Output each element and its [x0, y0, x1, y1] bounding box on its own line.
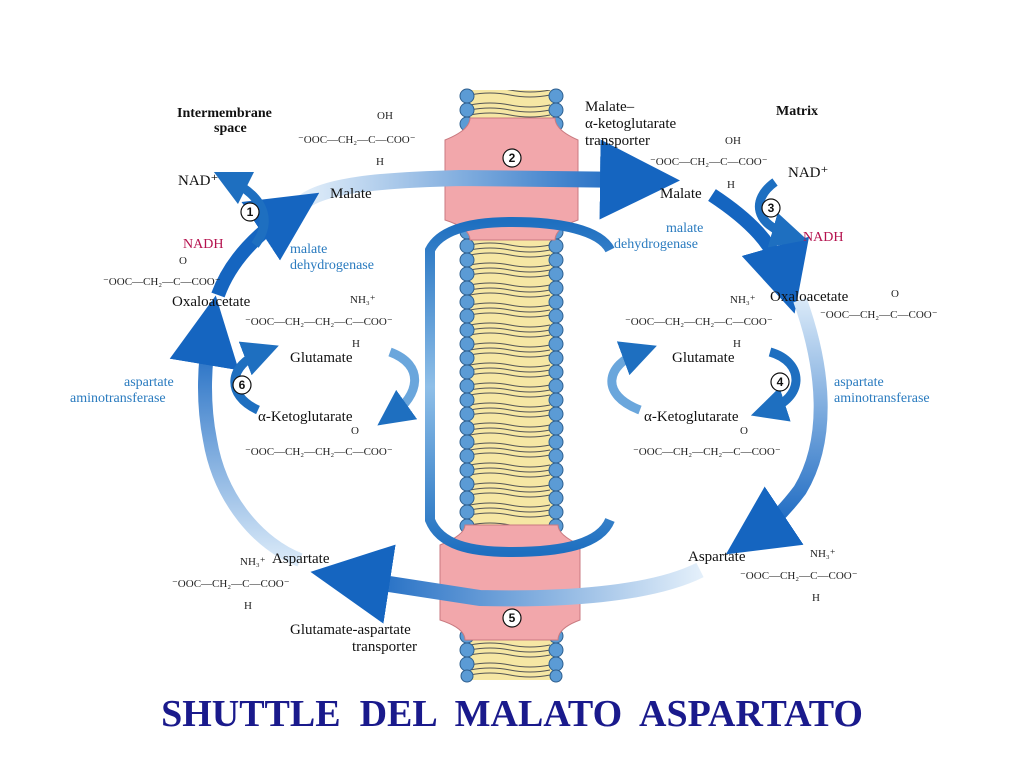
svg-text:O: O	[740, 425, 748, 437]
svg-text:H: H	[244, 600, 252, 612]
nadh-matrix-label: NADH	[803, 230, 843, 245]
svg-text:5: 5	[509, 611, 516, 625]
intermembrane-space-label: Intermembrane	[177, 106, 272, 121]
aspartate-aminotransferase-cytosol-label-2: aminotransferase	[70, 391, 166, 406]
svg-text:⁻OOC—CH₂—C—COO⁻: ⁻OOC—CH₂—C—COO⁻	[298, 134, 416, 146]
malate-matrix-label: Malate	[660, 186, 702, 202]
akg-matrix-label: α-Ketoglutarate	[644, 409, 739, 425]
svg-text:2: 2	[509, 151, 516, 165]
malate-structure-cytosol: OH ⁻OOC—CH₂—C—COO⁻ H	[298, 110, 416, 168]
aspartate-structure-matrix: NH₃⁺ ⁻OOC—CH₂—C—COO⁻ H	[740, 548, 858, 604]
glutamate-cytosol-label: Glutamate	[290, 350, 353, 366]
step-1-marker: 1	[240, 202, 260, 222]
intermembrane-space-label-2: space	[214, 121, 247, 136]
transamination-arrow-right	[750, 347, 801, 422]
svg-text:NH₃⁺: NH₃⁺	[730, 294, 756, 306]
cytosol-cycle-arrow-lower	[169, 295, 303, 567]
aspartate-cytosol-label: Aspartate	[272, 551, 330, 567]
svg-text:O: O	[891, 288, 899, 300]
transporter-top-label-2: α-ketoglutarate	[585, 116, 676, 132]
aspartate-aminotransferase-cytosol-label: aspartate	[124, 375, 174, 390]
malate-dehydrogenase-cytosol-label-2: dehydrogenase	[290, 258, 374, 273]
svg-text:⁻OOC—CH₂—CH₂—C—COO⁻: ⁻OOC—CH₂—CH₂—C—COO⁻	[245, 446, 393, 458]
nad-reduction-arrow-right	[754, 178, 808, 248]
malate-structure-matrix: OH ⁻OOC—CH₂—C—COO⁻ H	[650, 135, 768, 191]
nad-cytosol-label: NAD⁺	[178, 173, 218, 189]
step-6-marker: 6	[232, 375, 252, 395]
svg-text:H: H	[733, 338, 741, 350]
svg-text:NH₃⁺: NH₃⁺	[350, 294, 376, 306]
svg-text:OH: OH	[725, 135, 741, 147]
svg-text:⁻OOC—CH₂—C—COO⁻: ⁻OOC—CH₂—C—COO⁻	[740, 570, 858, 582]
transporter-bottom-label-1: Glutamate-aspartate	[290, 622, 411, 638]
svg-text:NH₃⁺: NH₃⁺	[810, 548, 836, 560]
svg-text:⁻OOC—CH₂—C—COO⁻: ⁻OOC—CH₂—C—COO⁻	[650, 156, 768, 168]
akg-structure-matrix: O ⁻OOC—CH₂—CH₂—C—COO⁻	[633, 425, 781, 458]
slide-title: SHUTTLE DEL MALATO ASPARTATO	[161, 693, 863, 735]
akg-to-glutamate-arrow-right	[607, 341, 657, 415]
svg-text:H: H	[727, 179, 735, 191]
transporter-top-label-3: transporter	[585, 133, 650, 149]
svg-text:⁻OOC—CH₂—CH₂—C—COO⁻: ⁻OOC—CH₂—CH₂—C—COO⁻	[245, 316, 393, 328]
malate-dehydrogenase-matrix-label: malate	[666, 221, 703, 236]
step-3-marker: 3	[761, 198, 781, 218]
step-2-marker: 2	[502, 148, 522, 168]
svg-text:4: 4	[777, 375, 784, 389]
svg-text:H: H	[376, 156, 384, 168]
step-4-marker: 4	[770, 372, 790, 392]
matrix-cycle-arrow-upper	[708, 189, 810, 314]
malate-dehydrogenase-cytosol-label: malate	[290, 242, 327, 257]
malate-cytosol-label: Malate	[330, 186, 372, 202]
svg-text:⁻OOC—CH₂—CH₂—C—COO⁻: ⁻OOC—CH₂—CH₂—C—COO⁻	[633, 446, 781, 458]
glutamate-structure-cytosol: NH₃⁺ ⁻OOC—CH₂—CH₂—C—COO⁻ H	[245, 294, 393, 350]
svg-text:1: 1	[247, 205, 254, 219]
glutamate-to-akg-arrow-left	[377, 347, 420, 426]
glutamate-structure-matrix: NH₃⁺ ⁻OOC—CH₂—CH₂—C—COO⁻ H	[625, 294, 773, 350]
cytosol-cycle-arrow-upper	[211, 192, 320, 298]
svg-text:NH₃⁺: NH₃⁺	[240, 556, 266, 568]
aspartate-matrix-label: Aspartate	[688, 549, 746, 565]
oxaloacetate-structure-cytosol: O ⁻OOC—CH₂—C—COO⁻	[103, 255, 221, 288]
akg-cytosol-label: α-Ketoglutarate	[258, 409, 353, 425]
matrix-cycle-arrow-lower	[725, 297, 828, 555]
oxaloacetate-cytosol-label: Oxaloacetate	[172, 294, 251, 310]
akg-structure-cytosol: O ⁻OOC—CH₂—CH₂—C—COO⁻	[245, 425, 393, 458]
svg-text:H: H	[352, 338, 360, 350]
oxaloacetate-matrix-label: Oxaloacetate	[770, 289, 849, 305]
nad-reduction-arrow-left	[213, 171, 269, 248]
malate-dehydrogenase-matrix-label-2: dehydrogenase	[614, 237, 698, 252]
matrix-label: Matrix	[776, 104, 818, 119]
aspartate-aminotransferase-matrix-label: aspartate	[834, 375, 884, 390]
svg-text:O: O	[179, 255, 187, 267]
aspartate-aminotransferase-matrix-label-2: aminotransferase	[834, 391, 930, 406]
inner-transport-loop	[425, 216, 615, 558]
nad-matrix-label: NAD⁺	[788, 165, 828, 181]
glutamate-matrix-label: Glutamate	[672, 350, 735, 366]
oxaloacetate-structure-matrix: O ⁻OOC—CH₂—C—COO⁻	[820, 288, 938, 321]
aspartate-transport-arrow	[310, 544, 704, 624]
svg-text:⁻OOC—CH₂—C—COO⁻: ⁻OOC—CH₂—C—COO⁻	[820, 309, 938, 321]
phospholipid-heads-right	[548, 88, 564, 683]
svg-text:⁻OOC—CH₂—C—COO⁻: ⁻OOC—CH₂—C—COO⁻	[172, 578, 290, 590]
svg-text:OH: OH	[377, 110, 393, 122]
nadh-cytosol-label: NADH	[183, 237, 223, 252]
svg-text:O: O	[351, 425, 359, 437]
svg-text:6: 6	[239, 378, 246, 392]
aspartate-structure-cytosol: NH₃⁺ ⁻OOC—CH₂—C—COO⁻ H	[172, 556, 290, 612]
step-5-marker: 5	[502, 608, 522, 628]
svg-text:⁻OOC—CH₂—CH₂—C—COO⁻: ⁻OOC—CH₂—CH₂—C—COO⁻	[625, 316, 773, 328]
svg-text:H: H	[812, 592, 820, 604]
svg-text:3: 3	[768, 201, 775, 215]
svg-text:⁻OOC—CH₂—C—COO⁻: ⁻OOC—CH₂—C—COO⁻	[103, 276, 221, 288]
transporter-bottom-label-2: transporter	[352, 639, 417, 655]
transporter-top-label-1: Malate–	[585, 99, 635, 115]
